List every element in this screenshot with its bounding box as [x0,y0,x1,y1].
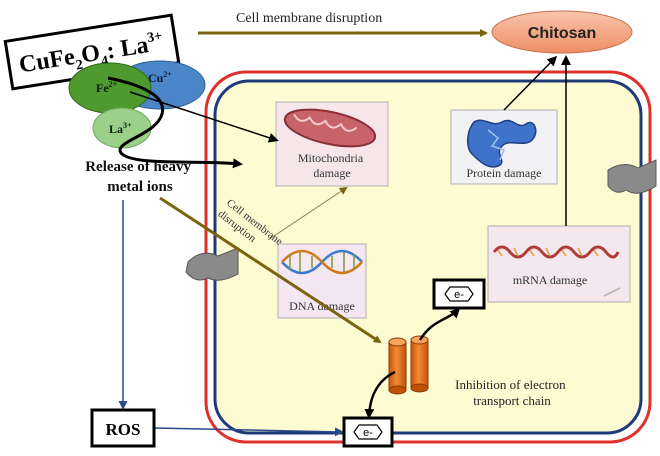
mrna-panel: mRNA damage [487,225,631,303]
compound-sub1: 2 [75,58,84,74]
membrane-tear-right [607,159,657,194]
arrow-etc-to-electron-bottom [364,370,396,419]
chitosan-node [491,10,633,54]
membrane-tear-left [185,247,239,281]
mrna-label: mRNA damage [513,273,587,287]
membrane-disruption-label-top: Cell membrane disruption [236,11,382,26]
arrow-protein-to-chitosan [503,55,558,111]
arrow-compound-to-ions [107,76,243,169]
release-line-2: metal ions [107,179,173,195]
mitochondria-label-1: Mitochondria [298,151,364,165]
arrow-ros-to-electron [154,427,344,437]
svg-text:e-: e- [454,289,464,301]
svg-text:e-: e- [363,427,373,439]
svg-text:Mitochondria damage: Mitochondria damage [298,151,366,180]
arrow-ions-to-mitochondria [129,91,279,143]
svg-text:Fe2+: Fe2+ [96,80,118,95]
svg-text:CuFe2O4: La3+: CuFe2O4: La3+ [17,29,166,82]
etc-label-1: Inhibition of electron [455,377,566,392]
protein-panel: Protein damage [450,109,558,185]
protein-label: Protein damage [467,166,542,180]
svg-text:Cu2+: Cu2+ [148,70,172,85]
compound-tail: : La [105,32,151,64]
ros-box [90,408,156,448]
svg-text:La3+: La3+ [109,121,132,136]
compound-sup: 3+ [146,29,163,46]
arrow-etc-to-electron-top [418,307,461,341]
mitochondria-label-2: damage [313,166,350,180]
electron-box-top: e- [432,278,486,310]
svg-text:Inhibition of electron tra: Inhibition of electron transport chain [455,377,569,408]
etc-label-2: transport chain [473,393,551,408]
etc-channel [388,335,429,395]
ros-label: ROS [106,420,141,439]
compound-sub2: 4 [100,54,109,70]
arrow-disruption-to-mitochondria [267,186,348,241]
svg-text:Release of heavy metal ion: Release of heavy metal ions [85,159,195,195]
chitosan-label: Chitosan [528,25,596,42]
compound-mid: O [79,40,102,69]
mitochondria-panel: Mitochondria damage [275,101,389,187]
arrow-release-to-etc [159,196,382,344]
electron-box-bottom: e- [342,416,394,448]
compound-label: CuFe2O4: La3+ [3,13,181,91]
dna-panel: DNA damage [277,243,367,319]
dna-label: DNA damage [289,299,355,313]
